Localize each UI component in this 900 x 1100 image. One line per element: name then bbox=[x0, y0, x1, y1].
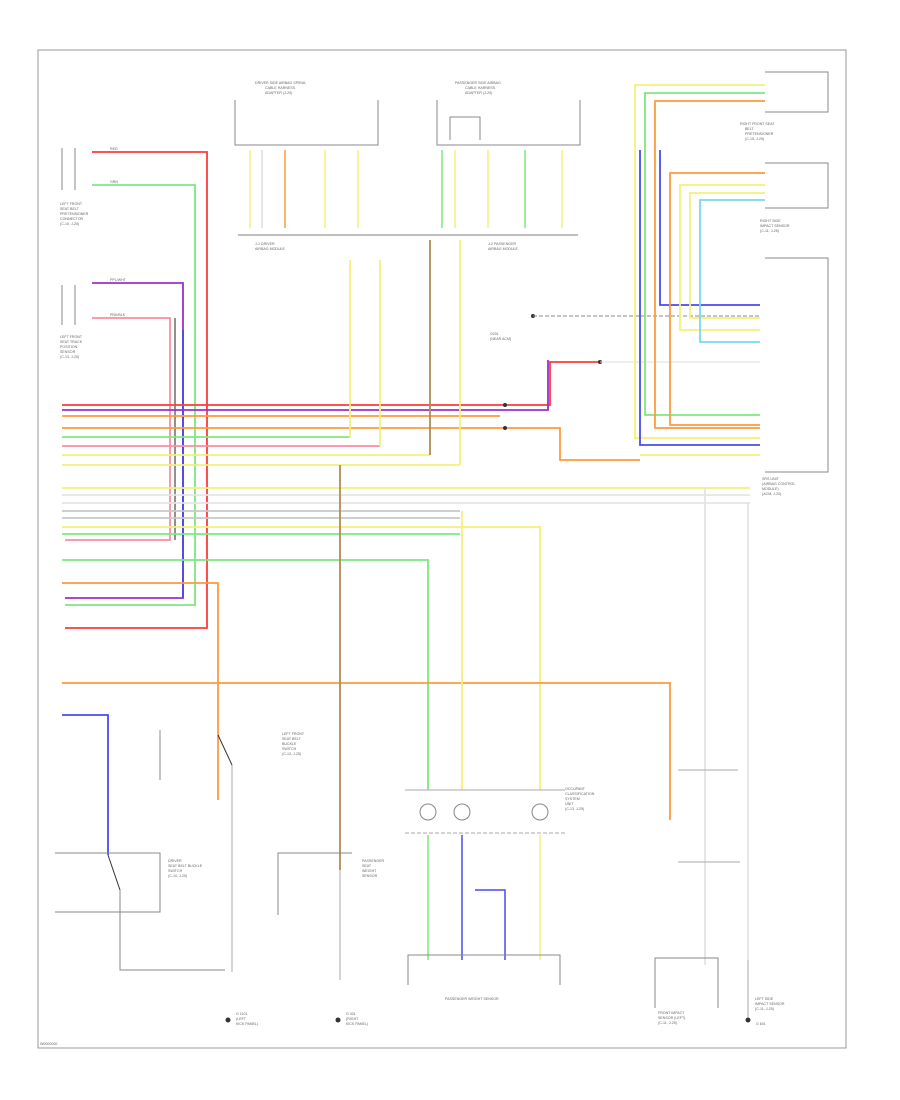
dbs-label-1: DRIVER bbox=[168, 859, 182, 863]
pd-label-1: PASSENGER bbox=[362, 859, 385, 863]
occ-label-3: SYSTEM bbox=[565, 797, 580, 801]
occ-label-2: CLASSIFICATION bbox=[565, 792, 595, 796]
occ-label-5: (C-13, J-25) bbox=[565, 807, 584, 811]
weight-sensor-box: PASSENGER WEIGHT SENSOR bbox=[407, 835, 561, 1001]
lbss-label-1: LEFT FRONT bbox=[282, 732, 305, 736]
fs-label-3: (C-11, J-25) bbox=[658, 1021, 677, 1025]
top-left-bottom-2: AIRBAG MODULE bbox=[255, 247, 286, 251]
center-taps bbox=[503, 314, 760, 430]
svg-text:G 1101: G 1101 bbox=[236, 1012, 248, 1016]
top-right-title-1: PASSENGER SIDE AIRBAG bbox=[455, 81, 501, 85]
footer-id: W0000000 bbox=[40, 1042, 57, 1046]
g201-label-1: G201 bbox=[490, 332, 499, 336]
svg-text:KICK PANEL): KICK PANEL) bbox=[346, 1022, 368, 1026]
pretensioner-label-3: PRETENSIONER bbox=[745, 132, 774, 136]
wire-label-pnk: PNK/BLK bbox=[110, 313, 126, 317]
svg-text:KICK PANEL): KICK PANEL) bbox=[236, 1022, 258, 1026]
right-feed-wires bbox=[634, 84, 765, 456]
fs-label-1: FRONT IMPACT bbox=[658, 1011, 685, 1015]
right-side-sensor-box: RIGHT SIDE IMPACT SENSOR (C-11, J-25) bbox=[760, 162, 829, 233]
side-sensor-label-3: (C-11, J-25) bbox=[760, 229, 779, 233]
top-right-bottom-1: J-2 PASSENGER bbox=[488, 242, 516, 246]
pretensioner-label-2: BELT bbox=[745, 127, 755, 131]
top-right-title-3: ADAPTER (J-20) bbox=[465, 91, 492, 95]
svg-text:G 601: G 601 bbox=[756, 1022, 766, 1026]
wire-label-red: RED bbox=[110, 147, 118, 151]
left-track-label-2: SEAT TRACK bbox=[60, 340, 83, 344]
side-sensor-unit-1: LEFT SIDE bbox=[755, 997, 774, 1001]
svg-text:(RIGHT: (RIGHT bbox=[346, 1017, 359, 1021]
top-right-title-2: CABLE HARNESS bbox=[465, 86, 496, 90]
wire-label-grn: GRN bbox=[110, 180, 118, 184]
module-label-2: (AIRBAG CONTROL bbox=[762, 482, 795, 486]
ground-left: G 1101 (LEFT KICK PANEL) bbox=[225, 1012, 258, 1026]
occ-label-4: UNIT bbox=[565, 802, 574, 806]
left-belt-label-4: CONNECTOR bbox=[60, 217, 83, 221]
top-left-connector: DRIVER SIDE AIRBAG SPIRAL CABLE HARNESS … bbox=[234, 81, 379, 146]
left-seat-track-component: LEFT FRONT SEAT TRACK POSITION SENSOR (C… bbox=[60, 285, 83, 359]
left-track-label-1: LEFT FRONT bbox=[60, 335, 83, 339]
top-left-pins bbox=[249, 150, 359, 228]
top-left-bottom-1: J-1 DRIVER bbox=[255, 242, 275, 246]
occupant-unit: OCCUPANT CLASSIFICATION SYSTEM UNIT (C-1… bbox=[405, 787, 595, 834]
svg-text:(LEFT: (LEFT bbox=[236, 1017, 247, 1021]
g201-label-2: (NEAR ACM) bbox=[490, 337, 511, 341]
dbs-label-4: (C-10, J-25) bbox=[168, 874, 187, 878]
left-belt-label-2: SEAT BELT bbox=[60, 207, 80, 211]
svg-text:G 301: G 301 bbox=[346, 1012, 356, 1016]
top-right-pins bbox=[441, 150, 563, 228]
side-sensor-unit-3: (C-11, J-25) bbox=[755, 1007, 774, 1011]
side-sensor-unit-2: IMPACT SENSOR bbox=[755, 1002, 785, 1006]
pretensioner-label-1: RIGHT FRONT SEAT bbox=[740, 122, 775, 126]
pd-label-3: WEIGHT bbox=[362, 869, 377, 873]
top-left-title-2: CABLE HARNESS bbox=[265, 86, 296, 90]
right-pretensioner-box: RIGHT FRONT SEAT BELT PRETENSIONER (C-15… bbox=[740, 71, 829, 141]
top-right-connector: PASSENGER SIDE AIRBAG CABLE HARNESS ADAP… bbox=[436, 81, 581, 146]
module-label-1: SRS UNIT bbox=[762, 477, 780, 481]
top-left-title-3: ADAPTER (J-20) bbox=[265, 91, 292, 95]
main-bus-wires bbox=[62, 360, 750, 855]
side-sensor-label-2: IMPACT SENSOR bbox=[760, 224, 790, 228]
left-bottom-switch: LEFT FRONT SEAT BELT BUCKLE SWITCH (C-13… bbox=[159, 730, 305, 972]
wire-label-prp: PPL/WHT bbox=[110, 278, 127, 282]
left-track-label-4: SENSOR bbox=[60, 350, 76, 354]
top-left-title-1: DRIVER SIDE AIRBAG SPIRAL bbox=[255, 81, 306, 85]
pretensioner-label-4: (C-15, J-25) bbox=[745, 137, 764, 141]
left-feed-wires bbox=[65, 151, 208, 629]
module-label-4: (ACM, J-20) bbox=[762, 492, 781, 496]
vertical-drop-wires bbox=[339, 240, 749, 965]
occ-label-1: OCCUPANT bbox=[565, 787, 586, 791]
side-sensor-label-1: RIGHT SIDE bbox=[760, 219, 781, 223]
left-track-label-5: (C-13, J-25) bbox=[60, 355, 79, 359]
dbs-label-2: SEAT BELT BUCKLE bbox=[168, 864, 203, 868]
front-sensor-box: FRONT IMPACT SENSOR (LEFT) (C-11, J-25) bbox=[654, 769, 740, 1025]
lbss-label-5: (C-13, J-25) bbox=[282, 752, 301, 756]
fs-label-2: SENSOR (LEFT) bbox=[658, 1016, 685, 1020]
left-belt-label-5: (C-10, J-25) bbox=[60, 222, 79, 226]
ground-right: G 601 bbox=[745, 960, 766, 1026]
lbss-label-3: BUCKLE bbox=[282, 742, 297, 746]
pd-label-4: SENSOR bbox=[362, 874, 378, 878]
lbss-label-2: SEAT BELT bbox=[282, 737, 302, 741]
ground-mid: G 301 (RIGHT KICK PANEL) bbox=[335, 1012, 368, 1026]
lbss-label-4: SWITCH bbox=[282, 747, 297, 751]
weight-sensor-label: PASSENGER WEIGHT SENSOR bbox=[445, 997, 499, 1001]
left-belt-buckle-component: LEFT FRONT SEAT BELT PRETENSIONER CONNEC… bbox=[60, 148, 89, 226]
passenger-detect-box: PASSENGER SEAT WEIGHT SENSOR bbox=[277, 852, 385, 980]
left-track-label-3: POSITION bbox=[60, 345, 78, 349]
srs-module-box: SRS UNIT (AIRBAG CONTROL MODULE) (ACM, J… bbox=[762, 257, 829, 496]
pd-label-2: SEAT bbox=[362, 864, 372, 868]
module-label-3: MODULE) bbox=[762, 487, 779, 491]
left-belt-label-3: PRETENSIONER bbox=[60, 212, 89, 216]
left-belt-label-1: LEFT FRONT bbox=[60, 202, 83, 206]
diagram-border bbox=[37, 49, 847, 1049]
driver-buckle-box: DRIVER SEAT BELT BUCKLE SWITCH (C-10, J-… bbox=[55, 852, 225, 971]
top-right-bottom-2: AIRBAG MODULE bbox=[488, 247, 519, 251]
dbs-label-3: SWITCH bbox=[168, 869, 183, 873]
